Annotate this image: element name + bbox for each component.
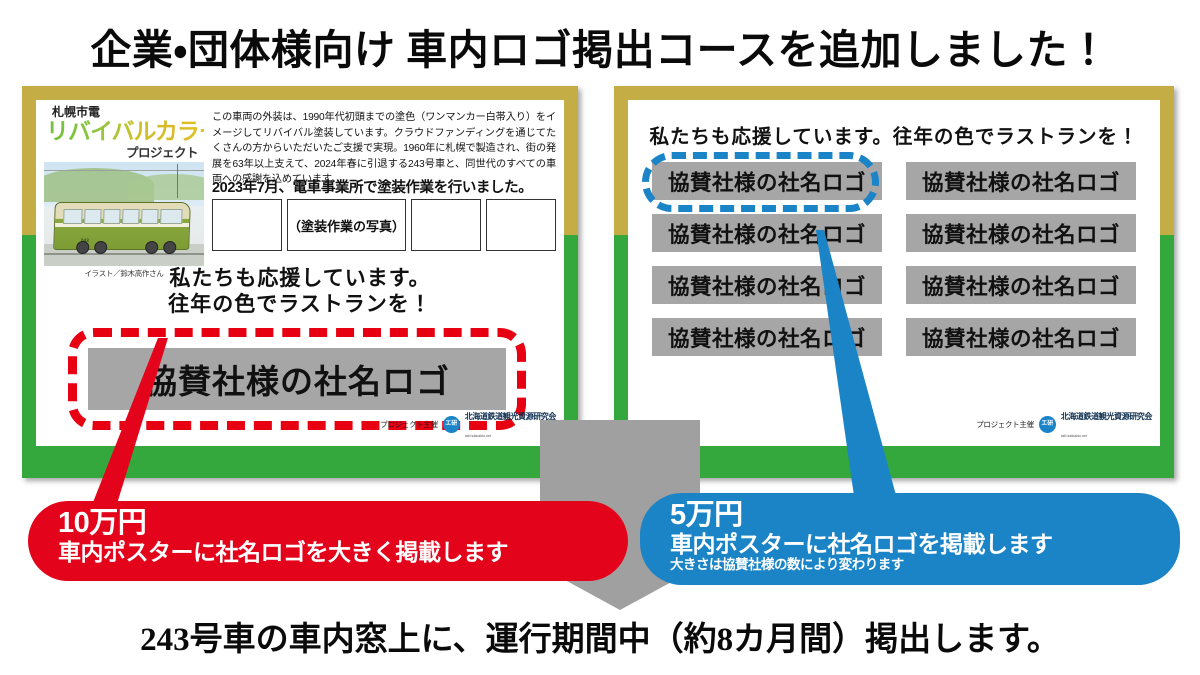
photo-placeholder-box: （塗装作業の写真）	[287, 199, 407, 251]
poster-left-content: 札幌市電 リバイバルカラー プロジェクト	[36, 100, 564, 446]
illustration-credit: イラスト／鈴木高作さん	[84, 269, 164, 278]
poster-body-text: この車両の外装は、1990年代初頭までの塗色（ワンマンカー白帯入り）をイメージし…	[212, 112, 556, 185]
blue-connector-wedge	[816, 230, 900, 510]
photo-placeholder-box	[212, 199, 282, 251]
poster-right-content: 私たちも応援しています。往年の色でラストランを！ 協賛社様の社名ロゴ 協賛社様の…	[628, 100, 1160, 446]
sponsor-logo-box: 協賛社様の社名ロゴ	[906, 162, 1136, 200]
price-blue-description: 車内ポスターに社名ロゴを掲載します	[670, 530, 1053, 557]
photo-placeholder-row: （塗装作業の写真）	[212, 199, 557, 251]
sponsor-logo-box: 協賛社様の社名ロゴ	[906, 318, 1136, 356]
hill-shape-2	[128, 174, 204, 200]
sponsor-logo-box: 協賛社様の社名ロゴ	[652, 162, 882, 200]
price-red: 10万円	[58, 507, 147, 539]
overhead-wire	[44, 170, 204, 171]
price-blue: 5万円	[670, 499, 743, 531]
sponsor-logo-box: 協賛社様の社名ロゴ	[652, 214, 882, 252]
red-dashed-highlight	[68, 328, 526, 430]
poster-slogan-line2: 往年の色でラストランを！	[168, 291, 432, 316]
sponsor-logo-box: 協賛社様の社名ロゴ	[906, 214, 1136, 252]
photo-placeholder-label: （塗装作業の写真）	[288, 218, 406, 234]
org-badge-icon: エ研	[442, 415, 460, 433]
brand-line-project: プロジェクト	[125, 146, 199, 161]
org-badge-icon: エ研	[1038, 415, 1056, 433]
poster-slogan-line1: 私たちも応援しています。	[169, 266, 431, 290]
page-title: 企業・団体様向け 車内ロゴ掲出コースを追加しました！	[90, 27, 1110, 73]
catenary-pole	[177, 164, 178, 198]
sponsor-logo-grid: 協賛社様の社名ロゴ 協賛社様の社名ロゴ 協賛社様の社名ロゴ 協賛社様の社名ロゴ …	[652, 162, 1136, 356]
poster-left: 札幌市電 リバイバルカラー プロジェクト	[22, 86, 578, 478]
poster-right: 私たちも応援しています。往年の色でラストランを！ 協賛社様の社名ロゴ 協賛社様の…	[614, 86, 1174, 478]
footer-host-label: プロジェクト主催	[380, 419, 438, 429]
brand-line-sapporo: 札幌市電	[52, 105, 101, 119]
poster-right-footer: プロジェクト主催 エ研 北海道鉄道観光資源研究会 rail-hokkaido.n…	[976, 406, 1152, 442]
poster-left-footer: プロジェクト主催 エ研 北海道鉄道観光資源研究会 rail-hokkaido.n…	[380, 406, 556, 442]
footer-org-url: rail-hokkaido.net	[1060, 433, 1087, 438]
footer-org-name: 北海道鉄道観光資源研究会	[464, 412, 557, 421]
sponsor-logo-box: 協賛社様の社名ロゴ	[906, 266, 1136, 304]
footer-org-name: 北海道鉄道観光資源研究会	[1060, 412, 1153, 421]
revival-color-logo: 札幌市電 リバイバルカラー プロジェクト	[44, 105, 222, 278]
price-red-description: 車内ポスターに社名ロゴを大きく掲載します	[58, 538, 509, 565]
footer-host-label: プロジェクト主催	[976, 419, 1034, 429]
brand-line-revival: リバイバルカラー	[46, 118, 222, 145]
red-connector-wedge	[86, 338, 168, 520]
poster-right-slogan: 私たちも応援しています。往年の色でラストランを！	[649, 127, 1139, 148]
price-banner-red: 10万円 車内ポスターに社名ロゴを大きく掲載します	[28, 501, 628, 581]
photo-placeholder-box	[486, 199, 557, 251]
price-blue-note: 大きさは協賛社様の数により変わります	[670, 557, 904, 573]
footer-org-url: rail-hokkaido.net	[464, 433, 491, 438]
photo-placeholder-box	[411, 199, 482, 251]
price-banner-blue: 5万円 車内ポスターに社名ロゴを掲載します 大きさは協賛社様の数により変わります	[640, 493, 1180, 585]
rail-line	[44, 253, 204, 255]
poster-subheading: 2023年7月、電車事業所で塗装作業を行いました。	[212, 180, 533, 196]
bottom-caption: 243号車の車内窓上に、運行期間中（約8カ月間）掲出します。	[140, 622, 1060, 658]
poster-slogan: 私たちも応援しています。 往年の色でラストランを！	[36, 266, 564, 317]
tram-illustration: 243	[44, 162, 204, 266]
